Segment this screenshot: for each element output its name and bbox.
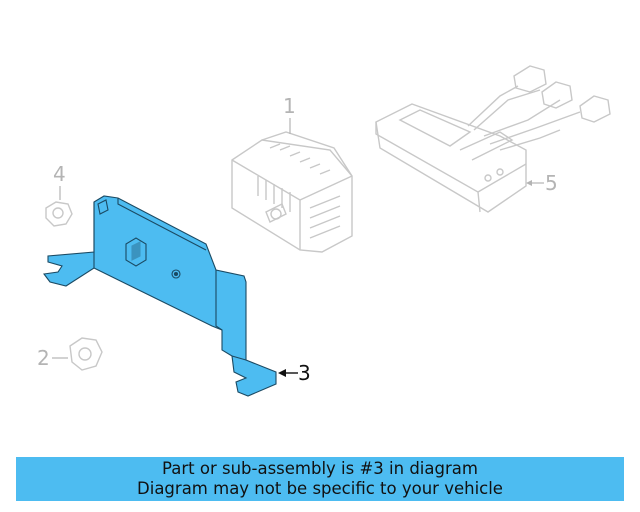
callout-label-3: 3 xyxy=(298,361,311,385)
part-1-sensor-unit xyxy=(231,131,353,253)
callout-label-2: 2 xyxy=(37,346,50,370)
banner-line-2: Diagram may not be specific to your vehi… xyxy=(137,479,503,498)
parts-diagram xyxy=(43,65,611,397)
part-3-bracket-highlighted xyxy=(43,195,277,397)
part-4-nut xyxy=(45,201,73,227)
info-banner: Part or sub-assembly is #3 in diagram Di… xyxy=(16,457,624,501)
callout-3-arrowhead xyxy=(278,369,286,377)
callout-label-1: 1 xyxy=(283,94,296,118)
callout-label-4: 4 xyxy=(53,162,66,186)
banner-line-1: Part or sub-assembly is #3 in diagram xyxy=(162,459,478,478)
callout-5-arrowhead xyxy=(526,180,532,186)
callout-label-5: 5 xyxy=(545,171,558,195)
part-2-nut xyxy=(69,337,103,371)
part-5-module-harness xyxy=(375,65,611,213)
